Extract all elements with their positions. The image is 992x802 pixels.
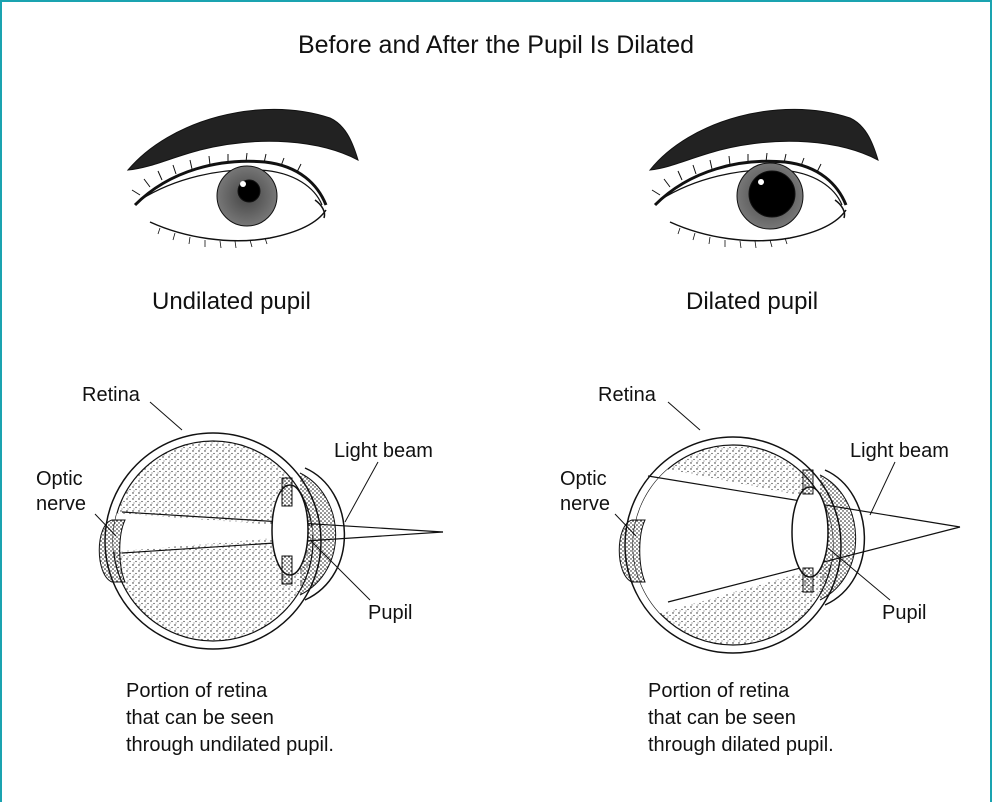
description-dilated: Portion of retina that can be seen throu… <box>648 678 834 759</box>
diagram-title: Before and After the Pupil Is Dilated <box>0 31 992 60</box>
dilated-eye-illustration <box>650 109 878 248</box>
label-retina-right: Retina <box>598 384 656 407</box>
pupil-dilated <box>749 171 795 217</box>
undilated-eye-illustration <box>128 109 358 248</box>
caption-undilated: Undilated pupil <box>152 288 311 316</box>
label-optic-left-2: nerve <box>36 493 86 516</box>
label-pupil-left: Pupil <box>368 602 412 625</box>
label-optic-right-1: Optic <box>560 468 607 491</box>
label-light-beam-left: Light beam <box>334 440 433 463</box>
label-pupil-right: Pupil <box>882 602 926 625</box>
label-retina-left: Retina <box>82 384 140 407</box>
label-light-beam-right: Light beam <box>850 440 949 463</box>
label-optic-right-2: nerve <box>560 493 610 516</box>
lens-right <box>792 487 828 577</box>
label-optic-left-1: Optic <box>36 468 83 491</box>
caption-dilated: Dilated pupil <box>686 288 818 316</box>
description-undilated: Portion of retina that can be seen throu… <box>126 678 334 759</box>
